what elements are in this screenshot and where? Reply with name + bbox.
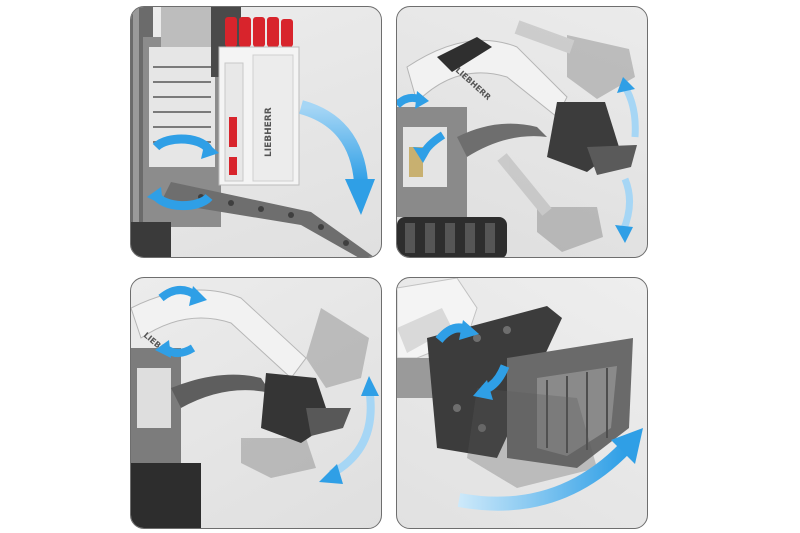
panel-bucket-tilt [396, 277, 648, 529]
swing-arrow-icon [298, 100, 375, 215]
down-arrow-icon [615, 177, 633, 243]
excavator-boom-image: LIEBHERR [397, 20, 639, 257]
excavator-arm-image: LIEBHERR [131, 286, 379, 528]
tilt-arrow-icon [435, 320, 510, 400]
up-arrow-icon [617, 77, 639, 138]
model-lettering: LIEBHERR [264, 107, 274, 157]
panel-upper-rotation: LIEBHERR [130, 6, 382, 258]
excavator-bucket-image [397, 278, 643, 511]
sweep-arrow-icon [457, 428, 643, 511]
panel-boom-lift: LIEBHERR [396, 6, 648, 258]
excavator-body-image: LIEBHERR [131, 7, 375, 257]
boom-arrow-icon [397, 91, 446, 163]
arm-rotate-arrow-icon [155, 286, 207, 358]
arc-arrow-icon [319, 376, 379, 484]
rotation-arrow-icon [147, 134, 219, 211]
panel-arm-swing: LIEBHERR [130, 277, 382, 529]
